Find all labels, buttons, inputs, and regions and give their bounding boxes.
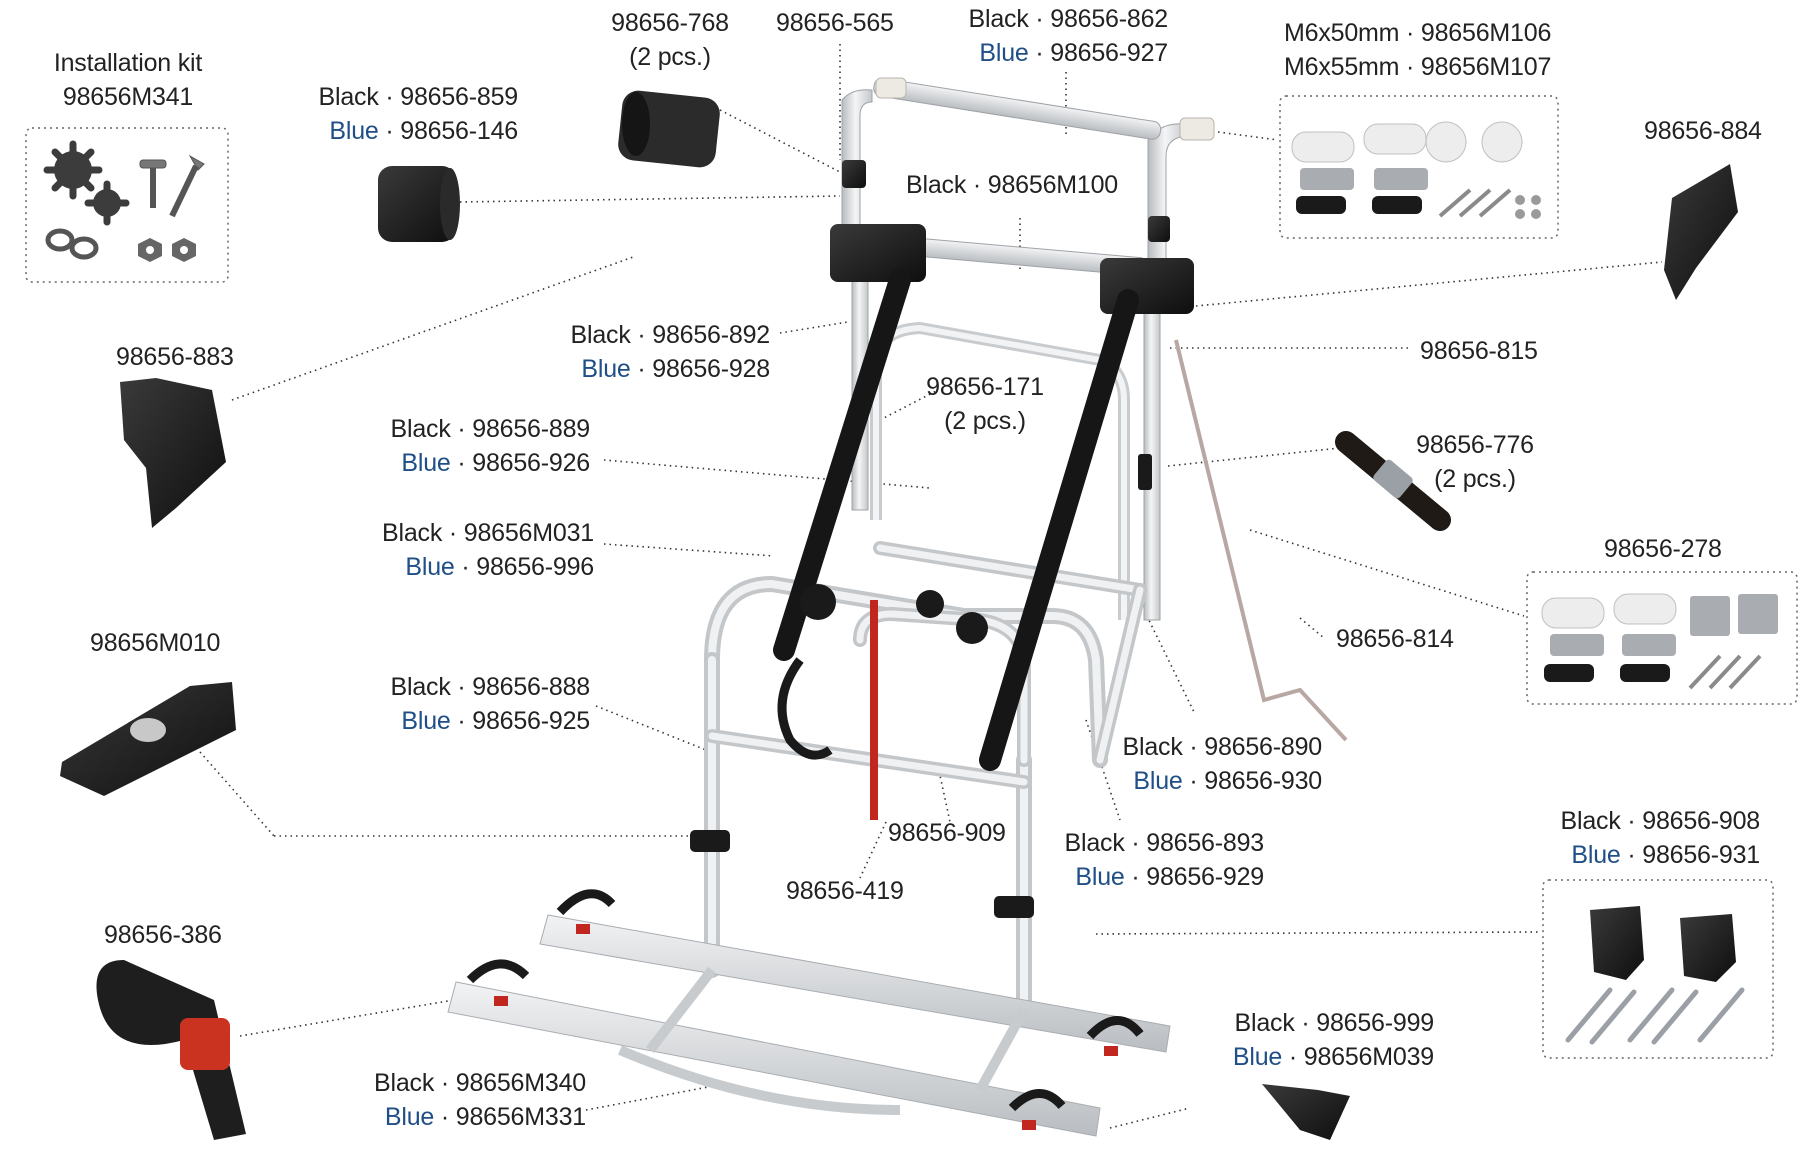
p999-blue-code: · 98656M039 [1282,1043,1434,1071]
p776-strap-part [1335,431,1451,531]
m340-label: Black · 98656M340 Blue · 98656M331 [372,1066,586,1134]
p386-strap-part [96,960,246,1140]
p889-blue-word: Blue [401,449,451,477]
installation-kit-code: 98656M341 [62,83,194,111]
p889-blue-code: · 98656-926 [450,449,590,477]
p892-black: Black · 98656-892 [570,321,770,349]
p884-label: 98656-884 [1644,117,1762,145]
gear-icon [43,140,130,226]
p888-label: Black · 98656-888 Blue · 98656-925 [380,670,590,738]
end-caps-label: M6x50mm · 98656M106 M6x55mm · 98656M107 [1284,16,1551,84]
p999-black: Black · 98656-999 [1234,1009,1434,1037]
p031-blue-code: · 98656-996 [454,553,594,581]
p890-blue-code: · 98656-930 [1182,767,1322,795]
p908-blue-code: · 98656-931 [1620,841,1760,869]
cap-blue-code: · 98656-146 [378,117,518,145]
spacer-code: 98656-768 [611,9,729,37]
p892-label: Black · 98656-892 Blue · 98656-928 [560,318,770,386]
mid-bar-label: Black · 98656M100 [906,171,1119,199]
p815-label: 98656-815 [1420,337,1538,365]
top-bar-black: Black · 98656-862 [968,5,1168,33]
installation-kit-title: Installation kit [53,49,203,77]
p278-kit-parts [1541,593,1778,690]
p908-label: Black · 98656-908 Blue · 98656-931 [1548,804,1760,872]
spacer-part [618,90,720,168]
p776-code: 98656-776 [1416,431,1534,459]
p171-code: 98656-171 [926,373,1044,401]
cap-blue-word: Blue [329,117,379,145]
p776-label: 98656-776 (2 pcs.) [1404,428,1546,496]
spacer-label: 98656-768 (2 pcs.) [600,6,740,74]
chain-icon [45,228,99,260]
p908-box [1542,879,1774,1059]
top-bar-blue-code: · 98656-927 [1028,39,1168,67]
p171-qty: (2 pcs.) [944,407,1026,435]
carrier-frame [447,77,1348,1137]
p278-label: 98656-278 [1604,535,1722,563]
end-caps-box [1279,95,1559,239]
p171-label: 98656-171 (2 pcs.) [910,370,1060,438]
p776-qty: (2 pcs.) [1434,465,1516,493]
end-caps-line2: M6x55mm · 98656M107 [1284,53,1552,81]
p888-blue-code: · 98656-925 [450,707,590,735]
p884-part [1664,164,1738,300]
p031-blue-word: Blue [405,553,455,581]
screw-icon [139,154,205,218]
top-bar-blue-word: Blue [979,39,1029,67]
p908-black: Black · 98656-908 [1560,807,1760,835]
cap-black: Black · 98656-859 [318,83,518,111]
p892-blue-code: · 98656-928 [630,355,770,383]
p888-blue-word: Blue [401,707,451,735]
p889-black: Black · 98656-889 [390,415,590,443]
p419-label: 98656-419 [786,877,904,905]
m010-label: 98656M010 [90,629,221,657]
end-cap-part [378,166,460,242]
p814-label: 98656-814 [1336,625,1454,653]
p893-black: Black · 98656-893 [1064,829,1264,857]
m340-blue-code: · 98656M331 [434,1103,586,1131]
p888-black: Black · 98656-888 [390,673,590,701]
m010-part [60,682,236,796]
p893-label: Black · 98656-893 Blue · 98656-929 [1052,826,1264,894]
m340-black: Black · 98656M340 [373,1069,586,1097]
p893-blue-code: · 98656-929 [1124,863,1264,891]
m340-blue-word: Blue [384,1103,435,1131]
p999-part [1262,1084,1350,1140]
p565-label: 98656-565 [776,9,894,37]
p386-label: 98656-386 [104,921,222,949]
installation-kit-label: Installation kit 98656M341 [40,46,216,114]
p890-blue-word: Blue [1133,767,1183,795]
nut-icon [138,238,196,262]
p908-kit-parts [1565,906,1745,1045]
p889-label: Black · 98656-889 Blue · 98656-926 [380,412,590,480]
p999-blue-word: Blue [1232,1043,1283,1071]
p892-blue-word: Blue [581,355,631,383]
end-caps-line1: M6x50mm · 98656M106 [1284,19,1552,47]
p031-label: Black · 98656M031 Blue · 98656-996 [380,516,594,584]
spacer-qty: (2 pcs.) [629,43,711,71]
p909-label: 98656-909 [888,819,1006,847]
top-bar-label: Black · 98656-862 Blue · 98656-927 [950,2,1168,70]
p893-blue-word: Blue [1075,863,1125,891]
leader-lines [199,44,1663,1129]
p999-label: Black · 98656-999 Blue · 98656M039 [1220,1006,1434,1074]
installation-kit-box [25,127,229,283]
p883-label: 98656-883 [116,343,234,371]
p890-black: Black · 98656-890 [1122,733,1322,761]
p883-part [120,378,226,528]
cap-label: Black · 98656-859 Blue · 98656-146 [308,80,518,148]
p031-black: Black · 98656M031 [381,519,594,547]
p890-label: Black · 98656-890 Blue · 98656-930 [1112,730,1322,798]
p908-blue-word: Blue [1571,841,1621,869]
end-caps-kit-parts [1291,121,1541,219]
